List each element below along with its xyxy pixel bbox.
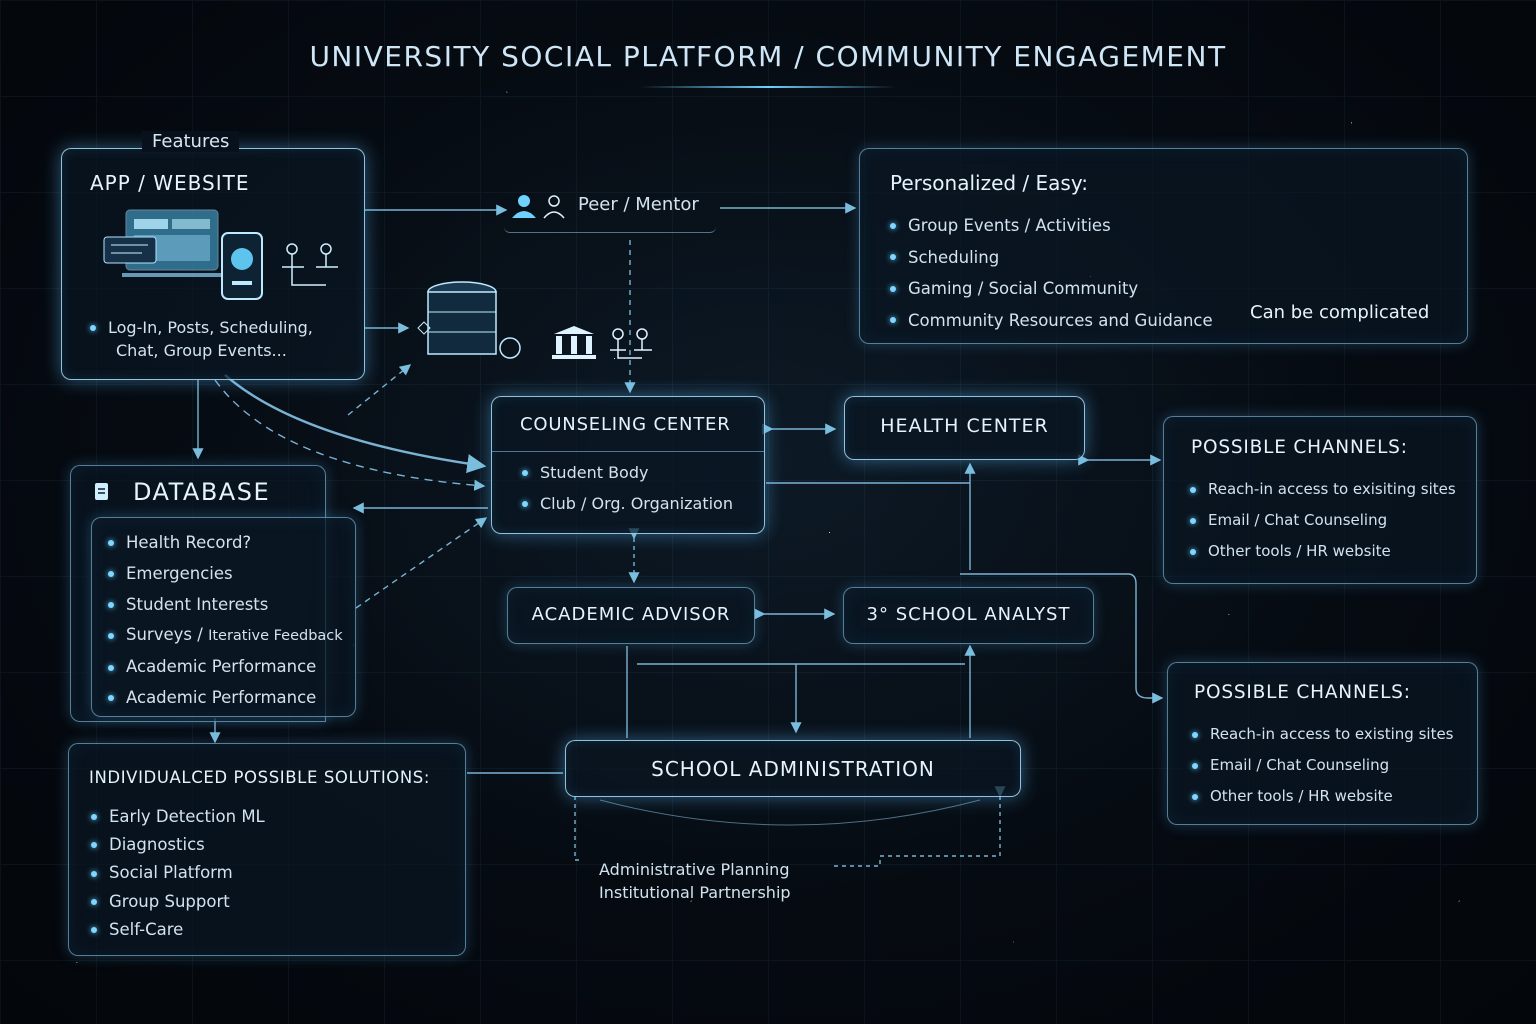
monitor-icon: [103, 209, 222, 277]
counseling-center-box[interactable]: COUNSELING CENTER Student Body Club / Or…: [491, 396, 765, 534]
channels2-list: Reach-in access to existing sites Email …: [1190, 719, 1454, 812]
list-item: Emergencies: [106, 559, 343, 590]
list-item: Club / Org. Organization: [520, 488, 733, 519]
link-admin-bottom-right: [830, 786, 1006, 867]
list-item: Self-Care: [89, 916, 265, 944]
solutions-title: INDIVIDUALCED POSSIBLE SOLUTIONS:: [89, 768, 431, 787]
possible-channels-box-1[interactable]: POSSIBLE CHANNELS: Reach-in access to ex…: [1163, 416, 1477, 584]
list-item: Early Detection ML: [89, 803, 265, 831]
database-list-panel: Health Record? Emergencies Student Inter…: [91, 517, 356, 717]
list-item: Other tools / HR website: [1190, 781, 1454, 812]
app-feature-list: Log-In, Posts, Scheduling,: [88, 315, 313, 340]
list-item: Social Platform: [89, 859, 265, 887]
admin-note-planning: Administrative Planning: [599, 860, 790, 879]
admin-note-partnership: Institutional Partnership: [599, 883, 791, 902]
surveys-extra: Iterative Feedback: [208, 628, 343, 645]
school-analyst-box[interactable]: 3° SCHOOL ANALYST: [843, 587, 1094, 644]
counseling-list: Student Body Club / Org. Organization: [520, 457, 733, 519]
link-app-counseling-curve: [224, 374, 487, 474]
list-item: Reach-in access to existing sites: [1190, 719, 1454, 750]
personalized-box[interactable]: Personalized / Easy: Group Events / Acti…: [859, 148, 1468, 344]
bank-icon: [552, 326, 652, 359]
list-item: Community Resources and Guidance: [888, 305, 1213, 337]
admin-arc: [599, 799, 981, 826]
school-administration-box[interactable]: SCHOOL ADMINISTRATION: [565, 740, 1021, 797]
solutions-box[interactable]: INDIVIDUALCED POSSIBLE SOLUTIONS: Early …: [68, 743, 466, 956]
academic-advisor-box[interactable]: ACADEMIC ADVISOR: [507, 587, 755, 644]
analyst-title: 3° SCHOOL ANALYST: [866, 604, 1071, 625]
channels1-list: Reach-in access to exisiting sites Email…: [1188, 474, 1456, 567]
peer-mentor-label: Peer / Mentor: [578, 194, 699, 215]
list-item: Health Record?: [106, 528, 343, 559]
app-feature-cont: Chat, Group Events...: [116, 341, 287, 360]
personalized-list: Group Events / Activities Scheduling Gam…: [888, 210, 1213, 336]
link-database-counseling-dashed: [355, 517, 488, 609]
user-icon: [512, 195, 565, 219]
phone-icon: [221, 232, 263, 300]
list-item: Scheduling: [888, 242, 1213, 274]
peer-mentor-node[interactable]: Peer / Mentor: [504, 190, 716, 233]
academic-title: ACADEMIC ADVISOR: [531, 604, 731, 625]
list-item: Student Interests: [106, 590, 343, 621]
features-tab[interactable]: Features: [142, 131, 240, 152]
list-item: Email / Chat Counseling: [1188, 505, 1456, 536]
channels2-title: POSSIBLE CHANNELS:: [1194, 682, 1411, 703]
list-item: Reach-in access to exisiting sites: [1188, 474, 1456, 505]
list-item: Student Body: [520, 457, 733, 488]
network-icon: [282, 243, 338, 286]
page-title: UNIVERSITY SOCIAL PLATFORM / COMMUNITY E…: [309, 40, 1227, 73]
database-icon: [417, 281, 521, 359]
list-item: Email / Chat Counseling: [1190, 750, 1454, 781]
link-admin-bottom-left: [574, 796, 583, 861]
counseling-title: COUNSELING CENTER: [520, 414, 731, 435]
list-item: Diagnostics: [89, 831, 265, 859]
app-title: APP / WEBSITE: [90, 171, 250, 195]
database-title: DATABASE: [133, 478, 271, 506]
surveys-sep: /: [192, 625, 209, 645]
solutions-list: Early Detection ML Diagnostics Social Pl…: [89, 803, 265, 944]
admin-title: SCHOOL ADMINISTRATION: [651, 757, 935, 781]
list-item: Group Support: [89, 888, 265, 916]
list-item: Group Events / Activities: [888, 210, 1213, 242]
personalized-title: Personalized / Easy:: [890, 171, 1088, 195]
personalized-note: Can be complicated: [1250, 302, 1430, 323]
title-underline: [640, 86, 896, 88]
health-title: HEALTH CENTER: [880, 415, 1049, 437]
channels1-title: POSSIBLE CHANNELS:: [1191, 437, 1408, 458]
list-item: Log-In, Posts, Scheduling,: [88, 315, 313, 340]
app-website-box[interactable]: APP / WEBSITE Log-In, Posts, Scheduling,…: [61, 148, 365, 380]
list-item: Academic Performance: [106, 683, 343, 714]
possible-channels-box-2[interactable]: POSSIBLE CHANNELS: Reach-in access to ex…: [1167, 662, 1478, 825]
surveys-label: Surveys: [126, 625, 192, 645]
health-center-box[interactable]: HEALTH CENTER: [844, 396, 1085, 460]
list-item: Academic Performance: [106, 652, 343, 683]
document-icon: [95, 483, 108, 500]
counseling-divider: [492, 451, 764, 452]
list-item: Surveys / Iterative Feedback: [106, 620, 343, 652]
list-item: Gaming / Social Community: [888, 273, 1213, 305]
database-list: Health Record? Emergencies Student Inter…: [106, 528, 343, 714]
list-item: Other tools / HR website: [1188, 536, 1456, 567]
